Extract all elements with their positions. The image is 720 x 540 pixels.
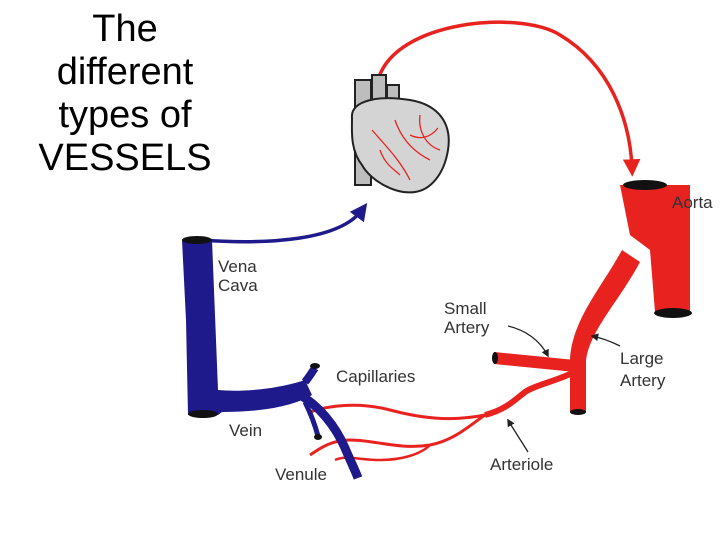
label-small-artery-line1: Small	[444, 299, 487, 318]
large-artery	[570, 250, 640, 415]
label-small-artery-line2: Artery	[444, 318, 490, 337]
venules-blue	[297, 365, 363, 480]
label-large-artery-line2: Artery	[620, 371, 666, 390]
arrow-venacava-to-heart	[199, 202, 368, 244]
heart	[350, 74, 450, 194]
label-large-artery-line1: Large	[620, 349, 663, 368]
small-artery	[492, 352, 575, 372]
slide-title: The different types of VESSELS	[10, 8, 240, 180]
title-line-1: The	[92, 8, 158, 50]
arrow-heart-to-aorta	[376, 20, 641, 177]
pointer-arteriole	[507, 418, 529, 453]
title-line-3: types of	[58, 94, 192, 136]
pointer-small-artery	[507, 325, 549, 358]
label-venule: Venule	[275, 465, 327, 484]
label-vein: Vein	[229, 421, 262, 440]
label-vena-cava-line2: Cava	[218, 276, 258, 295]
label-aorta: Aorta	[672, 193, 713, 212]
label-vena-cava-line1: Vena	[218, 257, 257, 276]
venule-end	[310, 363, 320, 369]
aorta-vessel	[620, 180, 692, 318]
vena-cava-vessel	[182, 236, 312, 418]
pointer-large-artery	[590, 333, 621, 347]
label-capillaries: Capillaries	[336, 367, 415, 386]
title-line-2: different	[56, 51, 194, 93]
label-arteriole: Arteriole	[490, 455, 553, 474]
venule-end-2	[314, 434, 322, 440]
title-line-4: VESSELS	[38, 137, 212, 179]
